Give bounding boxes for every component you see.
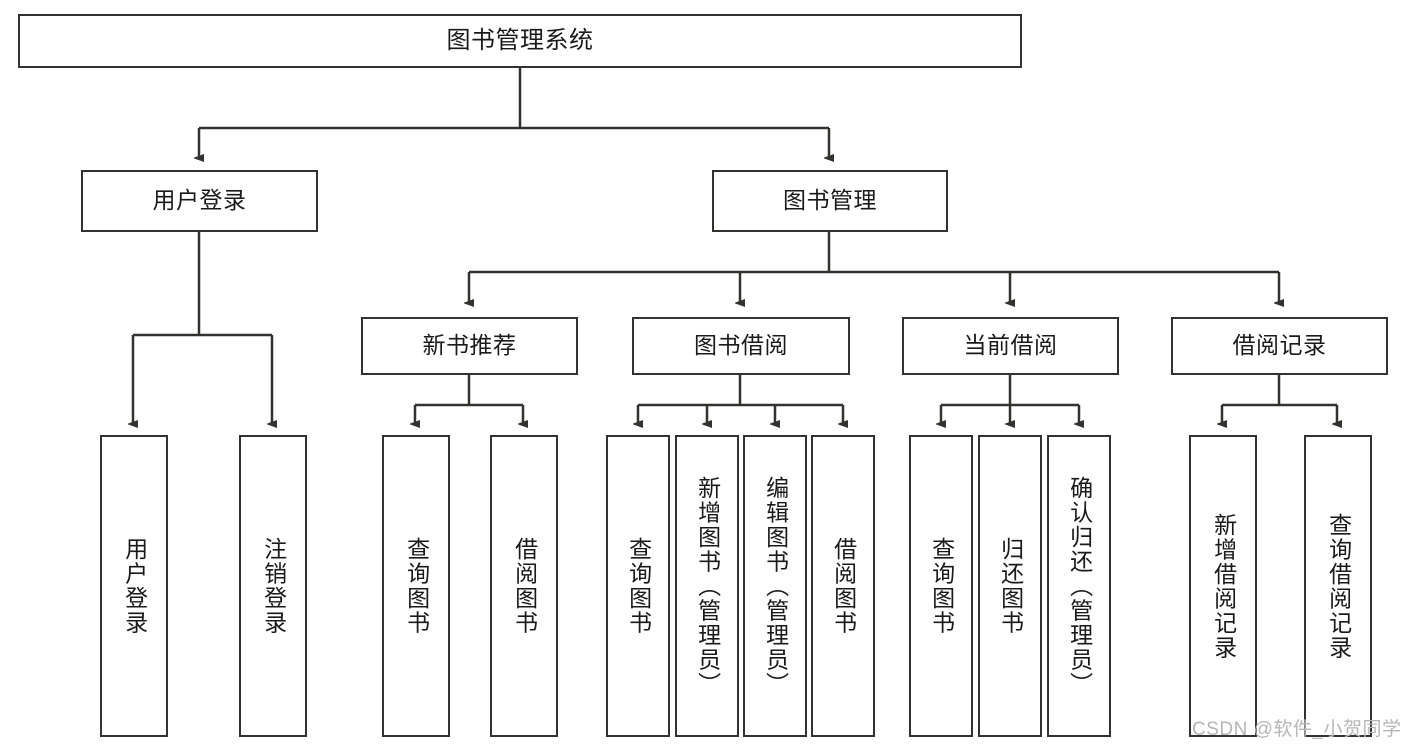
node-label: 确认归还（管理员）	[1066, 475, 1093, 697]
leaf-current-confirm-return-admin[interactable]: 确认归还（管理员）	[1047, 435, 1111, 737]
node-label: 查询图书	[403, 537, 430, 635]
leaf-record-query-record[interactable]: 查询借阅记录	[1304, 435, 1372, 737]
node-label: 图书管理系统	[446, 26, 594, 54]
node-label: 图书管理	[783, 187, 877, 214]
leaf-newbook-borrow-book[interactable]: 借阅图书	[490, 435, 558, 737]
leaf-user-login[interactable]: 用户登录	[100, 435, 168, 737]
node-label: 当前借阅	[963, 332, 1058, 359]
leaf-newbook-query-book[interactable]: 查询图书	[382, 435, 450, 737]
node-book-borrow[interactable]: 图书借阅	[632, 317, 850, 375]
node-label: 借阅记录	[1232, 332, 1327, 359]
node-label: 查询借阅记录	[1325, 512, 1352, 660]
leaf-current-return-book[interactable]: 归还图书	[978, 435, 1042, 737]
node-label: 查询图书	[928, 537, 955, 635]
node-label: 注销登录	[260, 537, 287, 635]
leaf-borrow-borrow-book[interactable]: 借阅图书	[811, 435, 875, 737]
leaf-current-query-book[interactable]: 查询图书	[909, 435, 973, 737]
node-label: 借阅图书	[511, 537, 538, 635]
leaf-record-add-record[interactable]: 新增借阅记录	[1189, 435, 1257, 737]
node-label: 用户登录	[121, 537, 148, 635]
node-label: 新增借阅记录	[1210, 512, 1237, 660]
node-current-borrow[interactable]: 当前借阅	[902, 317, 1119, 375]
node-root-system[interactable]: 图书管理系统	[18, 14, 1022, 68]
node-user-login[interactable]: 用户登录	[81, 170, 318, 232]
node-new-book-recommend[interactable]: 新书推荐	[361, 317, 578, 375]
node-borrow-record[interactable]: 借阅记录	[1171, 317, 1388, 375]
node-label: 借阅图书	[830, 537, 857, 635]
node-book-management[interactable]: 图书管理	[712, 170, 948, 232]
leaf-borrow-add-book-admin[interactable]: 新增图书（管理员）	[675, 435, 739, 737]
node-label: 新书推荐	[422, 332, 517, 359]
node-label: 图书借阅	[694, 332, 788, 359]
leaf-borrow-query-book[interactable]: 查询图书	[606, 435, 670, 737]
leaf-borrow-edit-book-admin[interactable]: 编辑图书（管理员）	[743, 435, 807, 737]
node-label: 新增图书（管理员）	[694, 475, 721, 697]
leaf-user-logout[interactable]: 注销登录	[239, 435, 307, 737]
node-label: 查询图书	[625, 537, 652, 635]
node-label: 编辑图书（管理员）	[762, 475, 789, 697]
node-label: 归还图书	[997, 537, 1024, 635]
node-label: 用户登录	[152, 187, 247, 214]
